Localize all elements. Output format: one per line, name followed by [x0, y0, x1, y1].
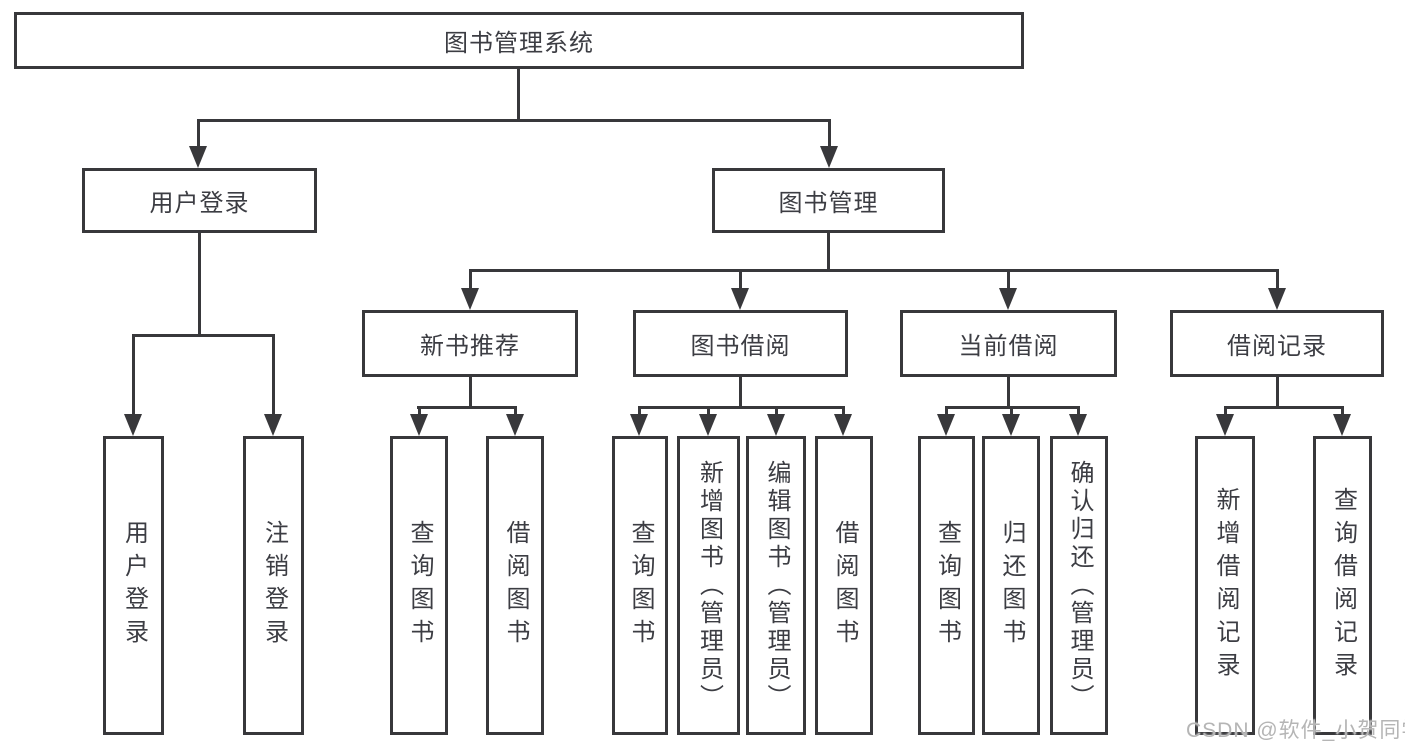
- connector-to-user-login: [197, 119, 200, 149]
- leaf-logout-label: 注销登录: [260, 519, 288, 652]
- arrow-down-icon: [731, 288, 749, 310]
- leaf-bb-edit-books: 编辑图书（管理员）: [746, 436, 806, 735]
- leaf-br-query-record-label: 查询借阅记录: [1329, 486, 1357, 685]
- leaf-cb-return-books-label: 归还图书: [998, 519, 1025, 652]
- connector-to-login: [132, 334, 135, 416]
- leaf-bb-edit-books-label: 编辑图书（管理员）: [763, 459, 790, 712]
- leaf-cb-query-books: 查询图书: [918, 436, 975, 735]
- connector-to-bb-add: [707, 406, 710, 416]
- leaf-nb-borrow-books: 借阅图书: [486, 436, 544, 735]
- arrow-down-icon: [410, 414, 428, 436]
- node-book-mgmt: 图书管理: [712, 168, 945, 233]
- connector-to-cb-return: [1010, 406, 1013, 416]
- arrow-down-icon: [767, 414, 785, 436]
- leaf-bb-borrow-books: 借阅图书: [815, 436, 873, 735]
- node-current-borrow-label: 当前借阅: [958, 333, 1059, 360]
- arrow-down-icon: [1216, 414, 1234, 436]
- node-book-borrow-label: 图书借阅: [690, 333, 791, 360]
- connector-user-login-stem: [198, 233, 201, 336]
- connector-user-login-split: [132, 334, 274, 337]
- leaf-cb-confirm-return: 确认归还（管理员）: [1050, 436, 1108, 735]
- arrow-down-icon: [506, 414, 524, 436]
- node-borrow-records: 借阅记录: [1170, 310, 1384, 377]
- arrow-down-icon: [820, 146, 838, 168]
- arrow-down-icon: [189, 146, 207, 168]
- leaf-cb-confirm-return-label: 确认归还（管理员）: [1066, 459, 1093, 712]
- leaf-bb-add-books-label: 新增图书（管理员）: [695, 459, 723, 712]
- leaf-bb-query-books: 查询图书: [612, 436, 668, 735]
- connector-current-stem: [1007, 377, 1010, 408]
- leaf-br-add-record-label: 新增借阅记录: [1212, 486, 1239, 685]
- arrow-down-icon: [699, 414, 717, 436]
- leaf-user-login-label: 用户登录: [120, 519, 148, 652]
- node-book-borrow: 图书借阅: [633, 310, 848, 377]
- node-current-borrow: 当前借阅: [900, 310, 1117, 377]
- connector-borrow-stem: [739, 377, 742, 408]
- leaf-br-query-record: 查询借阅记录: [1313, 436, 1372, 735]
- connector-to-current: [1007, 269, 1010, 291]
- connector-to-bb-edit: [775, 406, 778, 416]
- arrow-down-icon: [630, 414, 648, 436]
- connector-to-nb-query: [418, 406, 421, 416]
- arrow-down-icon: [1002, 414, 1020, 436]
- connector-to-br-query: [1341, 406, 1344, 416]
- arrow-down-icon: [1268, 288, 1286, 310]
- connector-root-split: [197, 119, 831, 122]
- arrow-down-icon: [461, 288, 479, 310]
- arrow-down-icon: [1069, 414, 1087, 436]
- connector-to-book-mgmt: [828, 119, 831, 149]
- connector-to-borrow: [739, 269, 742, 291]
- arrow-down-icon: [999, 288, 1017, 310]
- leaf-br-add-record: 新增借阅记录: [1195, 436, 1255, 735]
- connector-records-stem: [1276, 377, 1279, 408]
- arrow-down-icon: [1333, 414, 1351, 436]
- connector-to-records: [1276, 269, 1279, 291]
- leaf-bb-borrow-books-label: 借阅图书: [831, 519, 858, 652]
- connector-borrow-split: [638, 406, 844, 409]
- node-user-login: 用户登录: [82, 168, 317, 233]
- arrow-down-icon: [937, 414, 955, 436]
- leaf-bb-query-books-label: 查询图书: [627, 519, 654, 652]
- node-root-label: 图书管理系统: [444, 30, 594, 57]
- connector-to-logout: [272, 334, 275, 416]
- leaf-user-login: 用户登录: [103, 436, 164, 735]
- connector-to-bb-query: [638, 406, 641, 416]
- connector-to-nb-borrow: [514, 406, 517, 416]
- node-user-login-label: 用户登录: [149, 190, 250, 217]
- connector-new-book-stem: [469, 377, 472, 408]
- connector-book-mgmt-stem: [827, 232, 830, 272]
- leaf-nb-query-books: 查询图书: [390, 436, 448, 735]
- connector-book-mgmt-split: [469, 269, 1279, 272]
- arrow-down-icon: [264, 414, 282, 436]
- node-new-book-rec-label: 新书推荐: [420, 333, 520, 360]
- connector-records-split: [1224, 406, 1343, 409]
- connector-to-cb-confirm: [1077, 406, 1080, 416]
- connector-to-new-book: [469, 269, 472, 291]
- arrow-down-icon: [124, 414, 142, 436]
- connector-to-br-add: [1224, 406, 1227, 416]
- leaf-bb-add-books: 新增图书（管理员）: [677, 436, 740, 735]
- leaf-cb-query-books-label: 查询图书: [933, 519, 961, 652]
- csdn-watermark: CSDN @软件_小贺同学: [1186, 719, 1405, 742]
- connector-new-book-split: [417, 406, 517, 409]
- connector-to-bb-borrow: [842, 406, 845, 416]
- connector-root-stem: [517, 69, 520, 120]
- node-new-book-rec: 新书推荐: [362, 310, 578, 377]
- node-book-mgmt-label: 图书管理: [778, 190, 879, 217]
- leaf-nb-query-books-label: 查询图书: [406, 519, 433, 652]
- node-root: 图书管理系统: [14, 12, 1024, 69]
- arrow-down-icon: [834, 414, 852, 436]
- leaf-nb-borrow-books-label: 借阅图书: [502, 519, 529, 652]
- node-borrow-records-label: 借阅记录: [1227, 333, 1327, 360]
- leaf-cb-return-books: 归还图书: [982, 436, 1040, 735]
- connector-to-cb-query: [945, 406, 948, 416]
- leaf-logout: 注销登录: [243, 436, 304, 735]
